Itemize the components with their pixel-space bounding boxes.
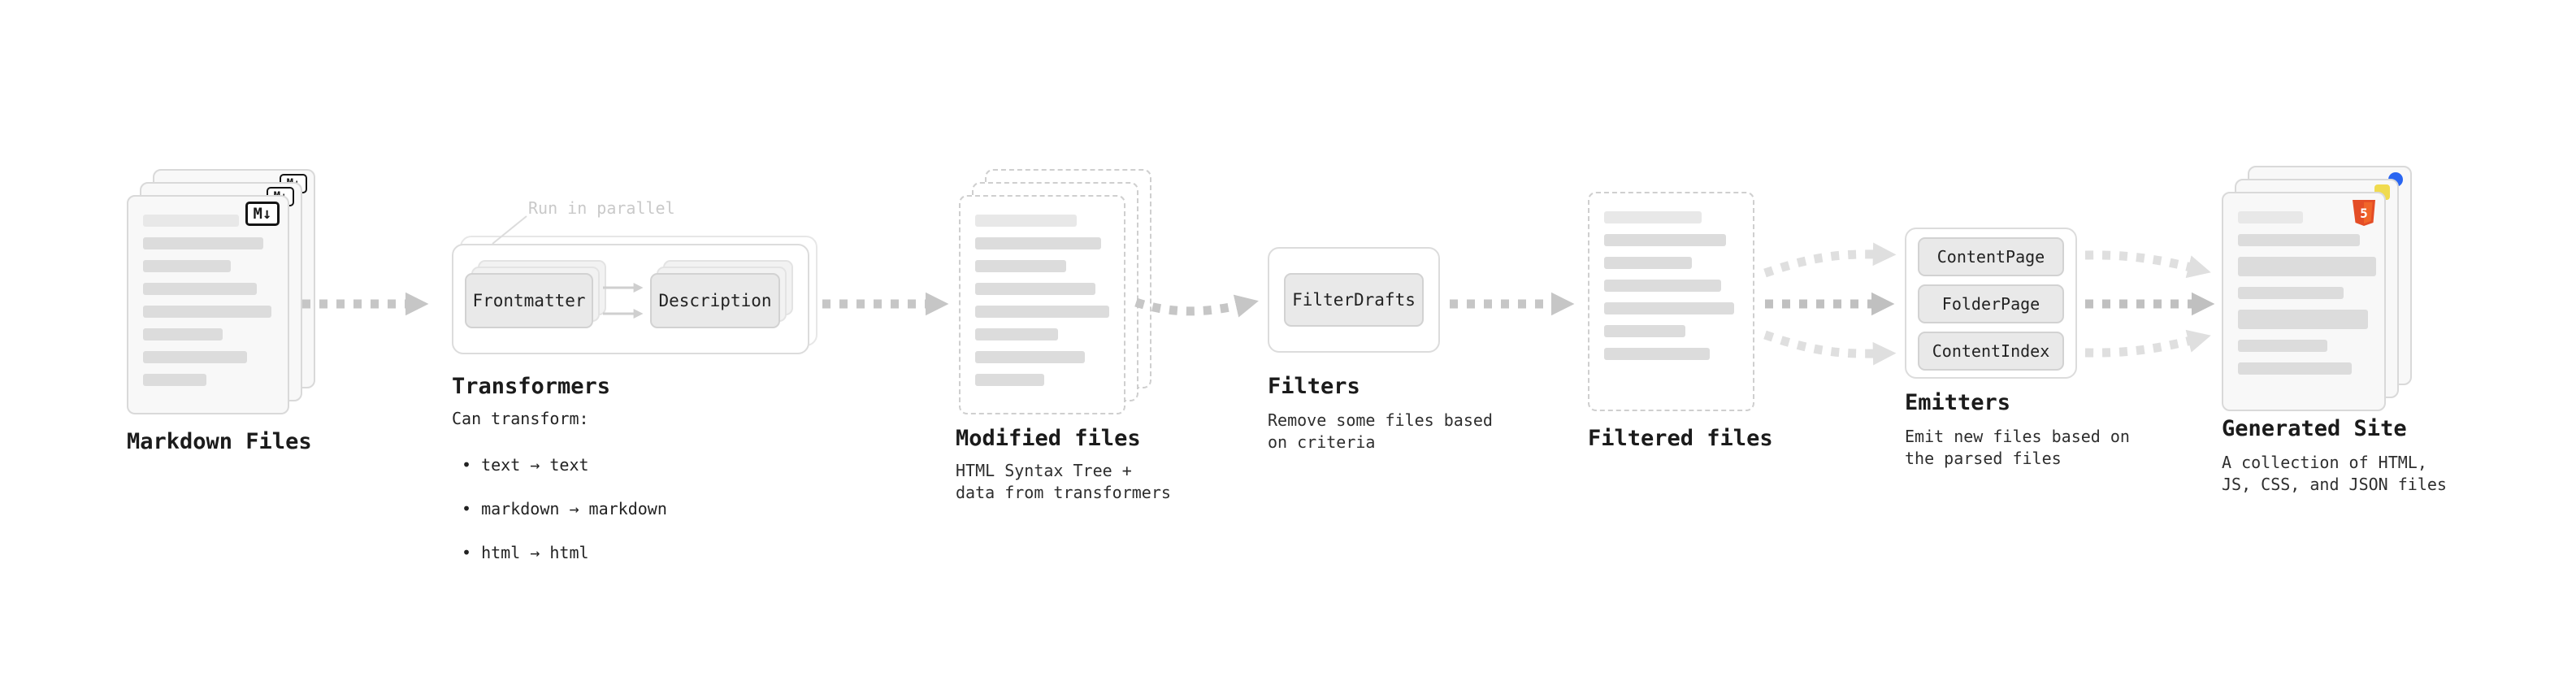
markdown-icon: M↓: [245, 202, 280, 226]
arrow-emitters-to-site-bottom: [2084, 329, 2211, 358]
text-line-placeholder: [975, 237, 1101, 249]
transformers-capabilities-list: • text → text • markdown → markdown • ht…: [462, 432, 667, 586]
text-line-placeholder: [2238, 211, 2303, 223]
run-in-parallel-note: Run in parallel: [528, 198, 675, 218]
modified-file-page-front: [959, 195, 1125, 414]
text-line-placeholder: [1604, 280, 1721, 292]
markdown-files-label: Markdown Files: [127, 429, 312, 454]
text-line-placeholder: [143, 374, 206, 386]
modified-files-label: Modified files: [956, 426, 1141, 451]
arrow-emitters-to-site-top: [2084, 250, 2211, 279]
markdown-file-page-front: M↓: [127, 195, 289, 414]
filtered-files-label: Filtered files: [1588, 426, 1773, 451]
generated-site-caption: A collection of HTML, JS, CSS, and JSON …: [2222, 453, 2447, 494]
text-line-placeholder: [143, 283, 257, 295]
html5-badge-number: 5: [2360, 206, 2368, 221]
transform-item: • markdown → markdown: [462, 499, 667, 518]
transformer-description-chip: Description: [650, 273, 780, 328]
text-line-placeholder: [2238, 362, 2352, 375]
text-line-placeholder: [975, 215, 1077, 227]
text-line-placeholder: [975, 351, 1085, 363]
arrow-modified-to-filters: [1134, 294, 1259, 318]
filters-label: Filters: [1268, 374, 1360, 399]
text-line-placeholder: [1604, 234, 1726, 246]
arrow-filtered-to-emitters-bottom: [1763, 330, 1897, 366]
transformer-frontmatter-chip: Frontmatter: [465, 273, 593, 328]
transformers-caption-title: Can transform:: [452, 409, 589, 428]
text-line-placeholder: [2238, 340, 2327, 352]
emitter-folderpage-chip: FolderPage: [1918, 284, 2064, 323]
generated-site-label: Generated Site: [2222, 416, 2407, 441]
text-line-placeholder: [975, 260, 1066, 272]
emitters-label: Emitters: [1905, 390, 2011, 415]
transform-item: • html → html: [462, 543, 589, 562]
text-line-placeholder: [143, 215, 239, 227]
text-line-placeholder: [143, 260, 231, 272]
text-line-placeholder: [975, 374, 1044, 386]
text-line-placeholder: [1604, 348, 1710, 360]
transform-item: • text → text: [462, 455, 589, 475]
text-line-placeholder: [2238, 287, 2344, 299]
text-line-placeholder: [143, 351, 247, 363]
emitters-caption: Emit new files based on the parsed files: [1905, 427, 2130, 468]
text-line-placeholder: [2238, 257, 2376, 276]
text-line-placeholder: [143, 306, 271, 318]
arrow-filtered-to-emitters-top: [1763, 242, 1897, 278]
text-line-placeholder: [1604, 325, 1685, 337]
text-line-placeholder: [975, 306, 1109, 318]
filter-filterdrafts-chip: FilterDrafts: [1284, 273, 1424, 327]
text-line-placeholder: [2238, 234, 2360, 246]
text-line-placeholder: [143, 328, 223, 340]
filters-caption: Remove some files based on criteria: [1268, 410, 1493, 452]
text-line-placeholder: [1604, 302, 1734, 314]
text-line-placeholder: [2238, 310, 2368, 329]
text-line-placeholder: [975, 328, 1058, 340]
text-line-placeholder: [975, 283, 1095, 295]
emitter-contentpage-chip: ContentPage: [1918, 237, 2064, 276]
site-file-page-front: 5: [2222, 192, 2386, 411]
transformers-label: Transformers: [452, 374, 611, 399]
emitter-contentindex-chip: ContentIndex: [1918, 332, 2064, 371]
filtered-file-page: [1588, 192, 1754, 411]
text-line-placeholder: [143, 237, 263, 249]
html5-icon: 5: [2352, 200, 2376, 231]
text-line-placeholder: [1604, 257, 1692, 269]
text-line-placeholder: [1604, 211, 1702, 223]
modified-files-caption: HTML Syntax Tree + data from transformer…: [956, 461, 1171, 502]
